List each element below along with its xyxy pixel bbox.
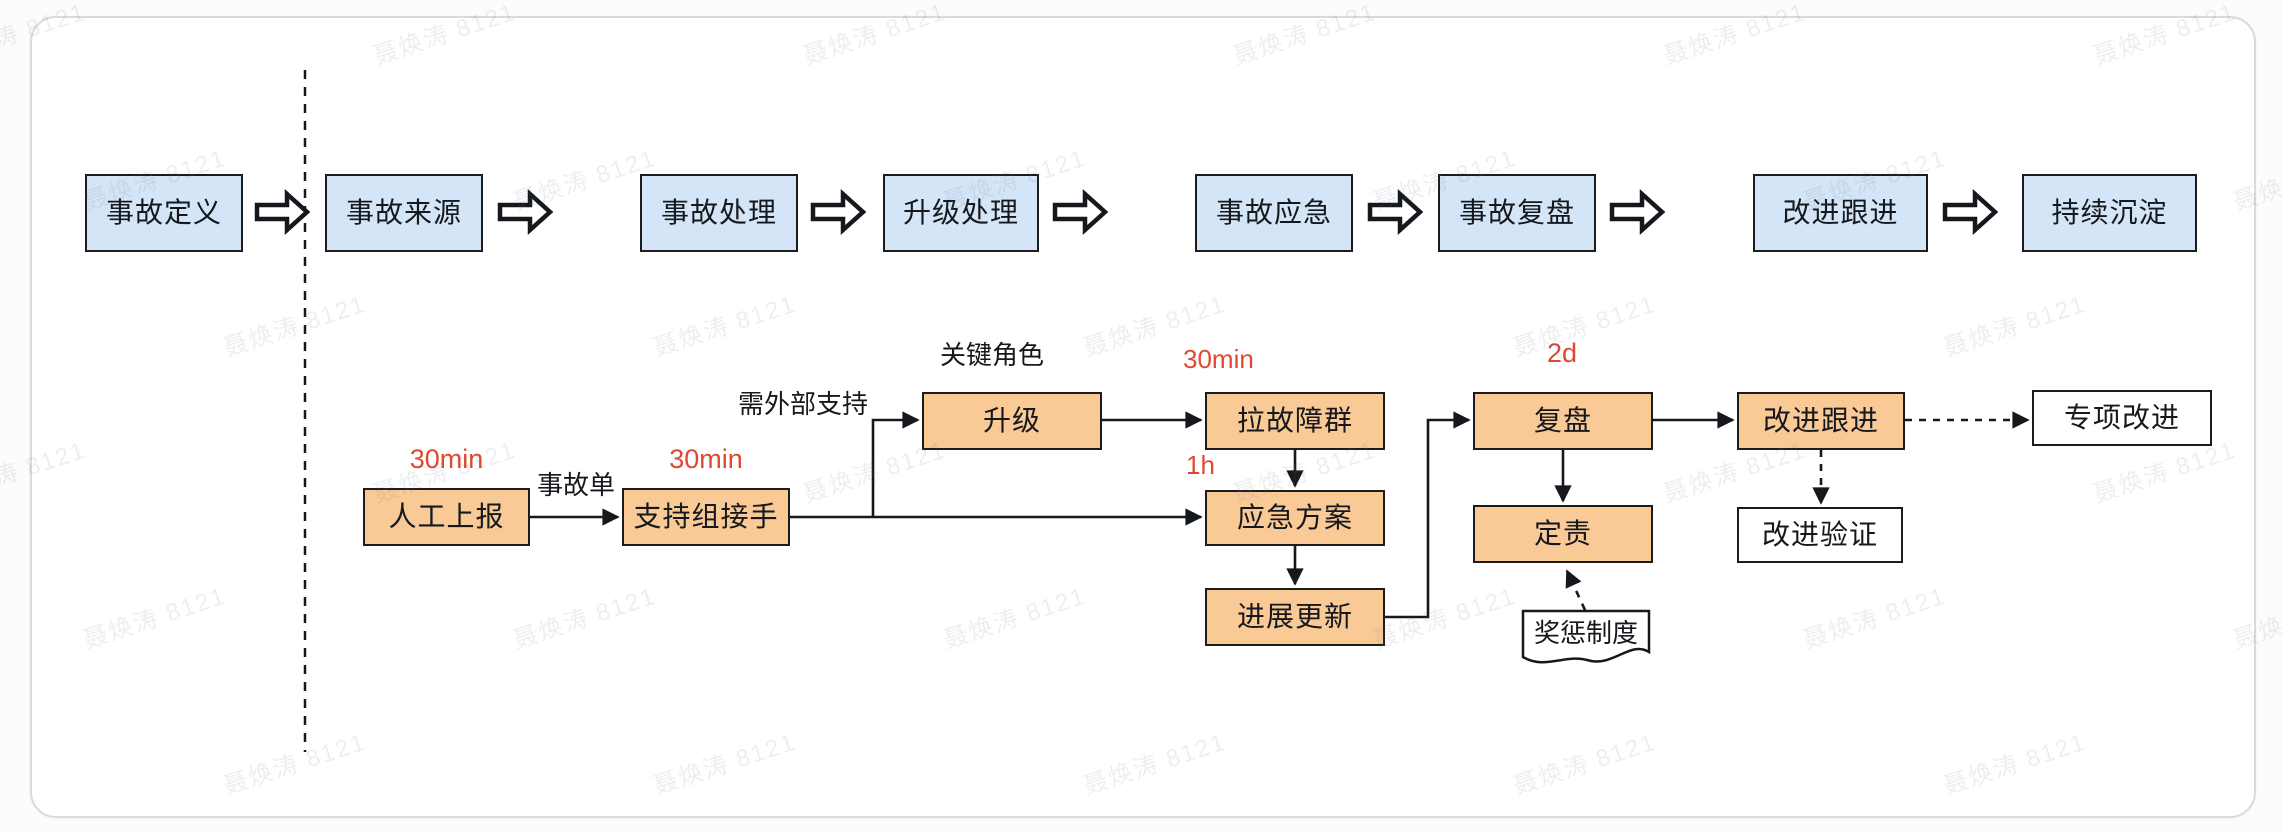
flow-arrow-icon — [257, 194, 307, 230]
node-improvement-followup: 改进跟进 — [1737, 392, 1905, 450]
stage-improvement-followup: 改进跟进 — [1753, 174, 1928, 252]
stage-incident-source: 事故来源 — [325, 174, 483, 252]
node-emergency-plan: 应急方案 — [1205, 490, 1385, 546]
sla-review: 2d — [1547, 338, 1578, 368]
connector-policy-to-responsibility — [1565, 569, 1587, 611]
note-key-role: 关键角色 — [939, 340, 1044, 370]
node-escalate: 升级 — [922, 392, 1102, 450]
flow-arrow-icon — [1945, 194, 1995, 230]
stage-incident-emergency: 事故应急 — [1195, 174, 1353, 252]
edge-label-need-external-support: 需外部支持 — [737, 389, 868, 419]
node-reward-punishment-policy: 奖惩制度 — [1533, 618, 1638, 648]
stage-incident-definition: 事故定义 — [85, 174, 243, 252]
node-manual-report: 人工上报 — [363, 488, 530, 546]
node-improvement-verification: 改进验证 — [1737, 507, 1903, 563]
node-progress-update: 进展更新 — [1205, 588, 1385, 646]
flow-arrow-icon — [1370, 194, 1420, 230]
node-special-improvement: 专项改进 — [2032, 390, 2212, 446]
sla-create-incident-group: 30min — [1183, 344, 1254, 374]
node-create-incident-group: 拉故障群 — [1205, 392, 1385, 450]
flow-arrow-icon — [1612, 194, 1662, 230]
document-shape — [1521, 609, 1651, 664]
stage-escalation-handling: 升级处理 — [883, 174, 1039, 252]
node-review: 复盘 — [1473, 392, 1653, 450]
connector-progress-to-review — [1385, 411, 1471, 619]
stage-incident-handling: 事故处理 — [640, 174, 798, 252]
stage-incident-review: 事故复盘 — [1438, 174, 1596, 252]
sla-emergency-plan: 1h — [1186, 450, 1215, 480]
edge-label-incident-ticket: 事故单 — [536, 470, 615, 500]
sla-manual-report: 30min — [409, 444, 484, 474]
flow-arrow-icon — [500, 194, 550, 230]
flow-arrow-icon — [813, 194, 863, 230]
sla-support-takeover: 30min — [669, 444, 743, 474]
node-assign-responsibility: 定责 — [1473, 505, 1653, 563]
stage-continuous-accumulation: 持续沉淀 — [2022, 174, 2197, 252]
flow-arrow-icon — [1055, 194, 1105, 230]
node-support-takeover: 支持组接手 — [622, 488, 790, 546]
connector-support-to-escalate — [871, 411, 920, 517]
